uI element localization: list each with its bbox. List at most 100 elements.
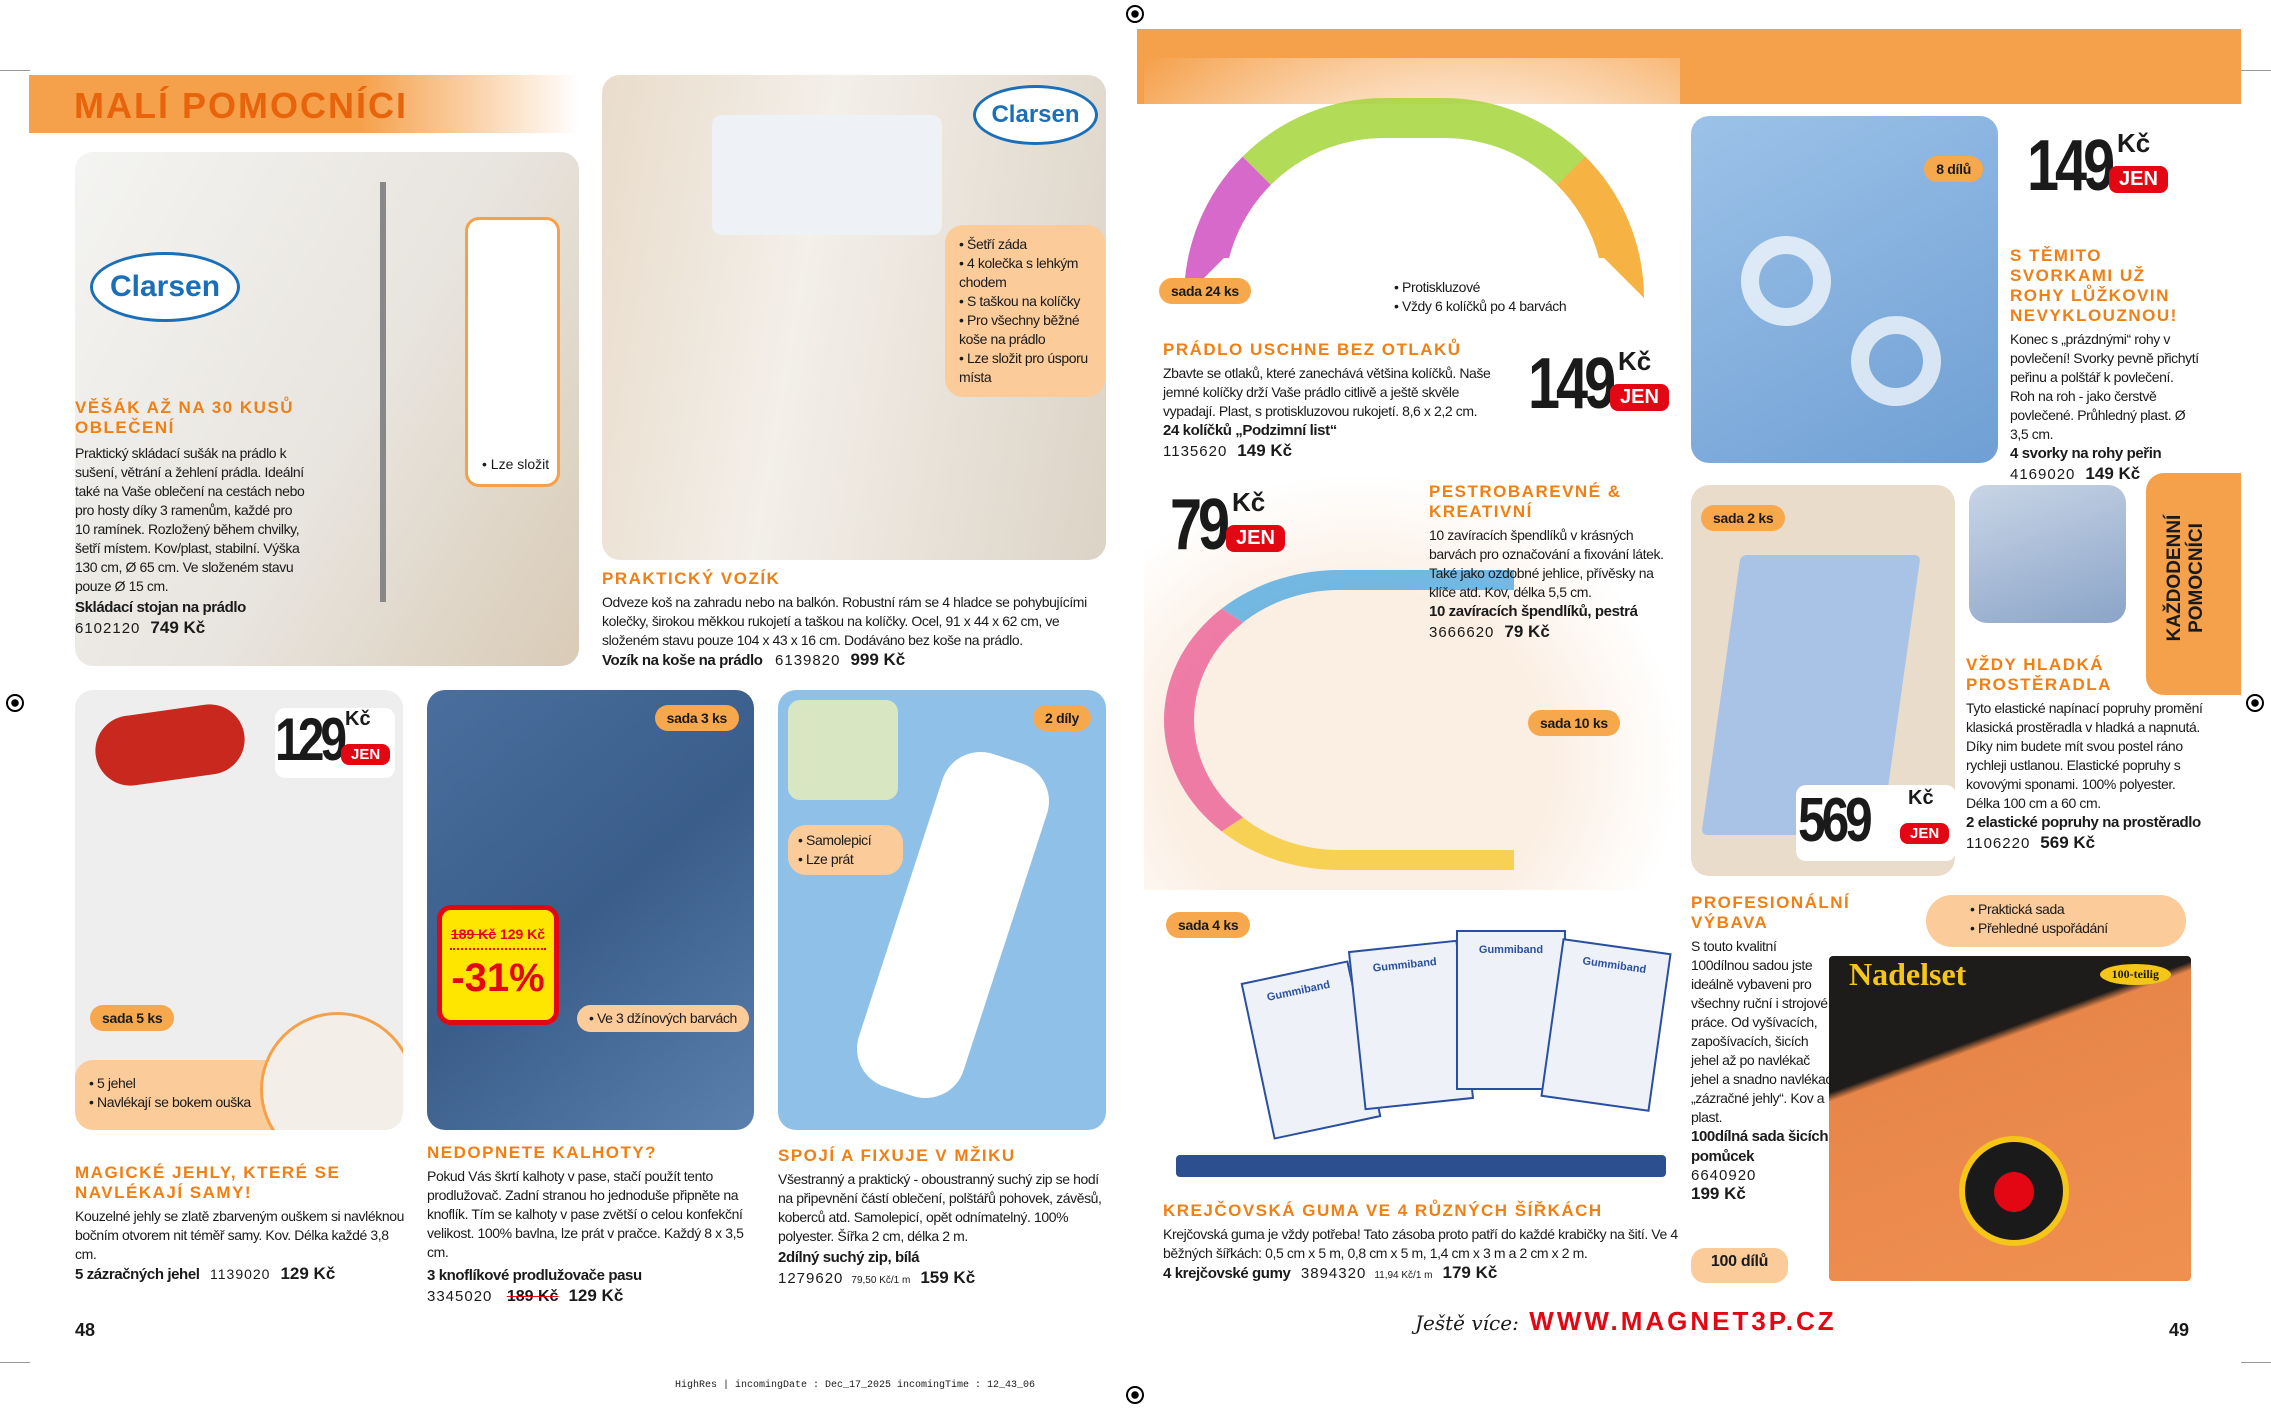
crop-mark [2241, 1362, 2271, 1363]
product-image-duvet-clips: 8 dílů [1691, 116, 1998, 463]
jen-label: JEN [1610, 384, 1669, 411]
rack-pole [380, 182, 386, 602]
product-title: PRÁDLO USCHNE BEZ OTLAKŮ [1163, 340, 1462, 359]
price-tag: 569 Kč JEN [1796, 785, 1955, 861]
bullet: Praktická sada [1970, 900, 2186, 919]
big-price: 149 [1528, 344, 1616, 424]
old-price: 189 Kč [506, 1288, 559, 1305]
product-info-sheet-straps: VŽDY HLADKÁ PROSTĚRADLA Tyto elastické n… [1966, 655, 2206, 853]
quantity-badge: sada 3 ks [654, 705, 739, 731]
bullet: • Lze složit [482, 456, 550, 472]
strap-clip-closeup [1969, 485, 2126, 623]
product-title: PESTROBAREVNÉ & KREATIVNÍ [1429, 482, 1622, 521]
denim-strip [1176, 1155, 1666, 1177]
registration-mark-icon [1126, 1386, 1144, 1404]
price-tag: 129 Kč JEN [275, 706, 395, 778]
bullet: Navlékají se bokem ouška [89, 1093, 291, 1112]
side-tab: KAŽDODENNÍ POMOCNÍCI [2146, 473, 2241, 695]
currency: Kč [2117, 128, 2151, 158]
discount-badge: 189 Kč 129 Kč -31% [437, 905, 559, 1025]
registration-mark-icon [1126, 5, 1144, 23]
product-price: 79 Kč [1504, 622, 1550, 641]
section-title: MALÍ POMOCNÍCI [74, 85, 408, 126]
product-info-duvet-clips: S TĚMITO SVORKAMI UŽ ROHY LŮŽKOVIN NEVYK… [2010, 246, 2200, 484]
bullet: Lze složit pro úsporu místa [959, 349, 1091, 387]
product-code: 1106220 [1966, 835, 2031, 852]
website-line: Ještě více: WWW.MAGNET3P.CZ [1415, 1306, 1837, 1337]
product-title: SPOJÍ A FIXUJE V MŽIKU [778, 1146, 1016, 1165]
print-slug: HighRes | incomingDate : Dec_17_2025 inc… [675, 1380, 1036, 1391]
product-title: PRAKTICKÝ VOZÍK [602, 569, 781, 588]
product-image-velcro: 2 díly Samolepicí Lze prát [778, 690, 1106, 1130]
product-image-clothespins: sada 24 ks • Protiskluzové • Vždy 6 kolí… [1144, 58, 1680, 326]
product-code: 3345020 [427, 1288, 493, 1305]
product-name: 10 zavíracích špendlíků, pestrá [1429, 603, 1638, 620]
product-image-drying-rack: Clarsen • Lze složit [75, 152, 579, 666]
price-tag: 149 Kč JEN [1528, 344, 1688, 424]
product-image-waist-extenders: sada 3 ks 189 Kč 129 Kč -31% Ve 3 džínov… [427, 690, 754, 1130]
discount-percent: -31% [451, 956, 545, 1000]
product-code: 4169020 [2010, 466, 2076, 483]
product-description: Pokud Vás škrtí kalhoty v pase, stačí po… [427, 1168, 744, 1260]
thread-spool [90, 699, 250, 791]
product-price: 199 Kč [1691, 1184, 1746, 1203]
product-info-safety-pins: PESTROBAREVNÉ & KREATIVNÍ 10 zavíracích … [1429, 482, 1679, 642]
product-info-laundry-cart: PRAKTICKÝ VOZÍK Odveze koš na zahradu ne… [602, 569, 1106, 671]
feature-callout: Šetří záda 4 kolečka s lehkým chodem S t… [945, 225, 1105, 397]
product-name: 3 knoflíkové prodlužovače pasu [427, 1267, 642, 1284]
bullet: Pro všechny běžné koše na prádlo [959, 311, 1091, 349]
product-title: KREJČOVSKÁ GUMA VE 4 RŮZNÝCH ŠÍŘKÁCH [1163, 1201, 1603, 1220]
unit-price: 11,94 Kč/1 m [1374, 1270, 1433, 1281]
product-description: Kouzelné jehly se zlatě zbarveným ouškem… [75, 1208, 404, 1262]
bullet: Šetří záda [959, 235, 1091, 254]
price-tag: 149 Kč JEN [2027, 128, 2187, 206]
product-info-drying-rack: VĚŠÁK AŽ NA 30 KUSŮ OBLEČENÍ Praktický s… [75, 398, 305, 638]
jen-label: JEN [341, 744, 391, 765]
side-tab-label: KAŽDODENNÍ POMOCNÍCI [2164, 514, 2207, 642]
new-price: 129 Kč [499, 926, 546, 942]
bullet: Lze prát [798, 850, 893, 869]
clarsen-logo: Clarsen [90, 252, 240, 322]
currency: Kč [1232, 487, 1266, 517]
feature-callout: Samolepicí Lze prát [788, 825, 903, 875]
product-name: 24 kolíčků „Podzimní list“ [1163, 422, 1337, 439]
package-title: Nadelset [1849, 956, 1967, 992]
product-code: 1135620 [1163, 443, 1228, 460]
product-name: 2 elastické popruhy na prostěradlo [1966, 814, 2201, 831]
product-info-needles: MAGICKÉ JEHLY, KTERÉ SE NAVLÉKAJÍ SAMY! … [75, 1163, 410, 1285]
product-name: 2dílný suchý zip, bílá [778, 1249, 920, 1266]
product-image-needle-set: Nadelset 100-teilig [1829, 956, 2191, 1281]
big-price: 569 [1798, 786, 1873, 855]
feature-callout: Ve 3 džínových barvách [577, 1005, 749, 1032]
product-info-waist-extenders: NEDOPNETE KALHOTY? Pokud Vás škrtí kalho… [427, 1143, 762, 1306]
product-description: Krejčovská guma je vždy potřeba! Tato zá… [1163, 1226, 1678, 1261]
clip [1851, 316, 1941, 406]
crop-mark [0, 70, 30, 71]
product-name: Vozík na koše na prádlo [602, 652, 763, 669]
clarsen-logo: Clarsen [973, 85, 1098, 145]
product-description: Praktický skládací sušák na prádlo k suš… [75, 445, 305, 594]
big-price: 79 [1170, 485, 1230, 565]
clip [1741, 236, 1831, 326]
quantity-badge: sada 2 ks [1701, 505, 1786, 531]
currency: Kč [1618, 346, 1652, 376]
product-title: VĚŠÁK AŽ NA 30 KUSŮ OBLEČENÍ [75, 398, 294, 437]
product-image-elastic-bands: sada 4 ks Gummiband Gummiband Gummiband … [1166, 890, 1672, 1187]
product-code: 1279620 [778, 1270, 844, 1287]
bullet: 5 jehel [89, 1074, 291, 1093]
folded-rack-inset: • Lze složit [465, 217, 560, 487]
usage-photo [788, 700, 898, 800]
clothespins-fan [1184, 98, 1644, 298]
product-title: MAGICKÉ JEHLY, KTERÉ SE NAVLÉKAJÍ SAMY! [75, 1163, 341, 1202]
product-price: 999 Kč [850, 650, 906, 669]
registration-mark-icon [2246, 694, 2264, 712]
product-title: NEDOPNETE KALHOTY? [427, 1143, 658, 1162]
product-description: Všestranný a praktický - oboustranný suc… [778, 1171, 1102, 1244]
currency: Kč [345, 708, 371, 730]
product-price: 129 Kč [280, 1264, 336, 1283]
pin-wheel [1959, 1136, 2069, 1246]
product-description: Tyto elastické napínací popruhy promění … [1966, 700, 2203, 811]
product-image-sheet-straps: sada 2 ks 569 Kč JEN [1691, 485, 1955, 876]
website-link[interactable]: WWW.MAGNET3P.CZ [1529, 1306, 1837, 1336]
product-code: 3894320 [1300, 1265, 1367, 1282]
